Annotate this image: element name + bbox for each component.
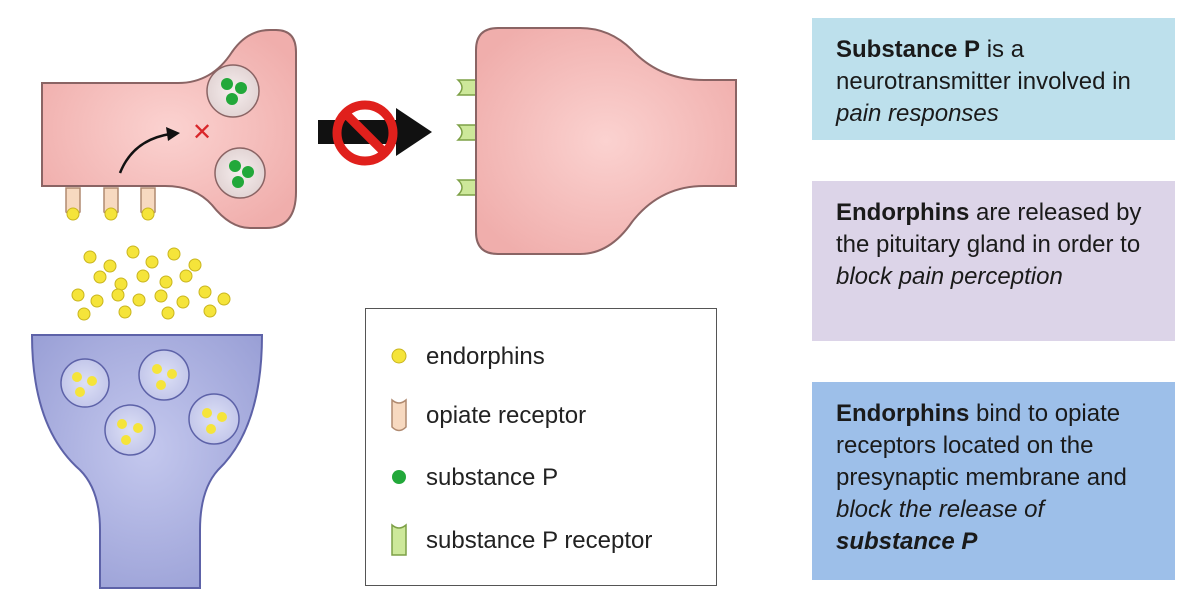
green-dot-icon bbox=[392, 470, 406, 484]
info-text: Endorphins are released by the pituitary… bbox=[836, 199, 1142, 290]
legend-item-substance-p: substance P bbox=[366, 457, 716, 497]
endorphin-vesicle bbox=[104, 404, 156, 456]
info-text: Substance P is a neurotransmitter involv… bbox=[836, 36, 1131, 127]
legend-item-opiate-receptor: opiate receptor bbox=[366, 395, 716, 435]
opiate-receptor-icon bbox=[391, 398, 407, 432]
endorphin-vesicle bbox=[60, 358, 110, 408]
blocked-transmission-icon bbox=[318, 100, 432, 166]
bound-endorphins bbox=[66, 207, 155, 221]
substance-p-vesicle bbox=[206, 64, 260, 118]
substance-p-receptor-icon bbox=[391, 523, 407, 556]
info-box-substance-p: Substance P is a neurotransmitter involv… bbox=[812, 18, 1175, 140]
substance-p-vesicle bbox=[214, 147, 266, 199]
yellow-dot-icon bbox=[391, 348, 407, 364]
postsynaptic-neuron bbox=[475, 27, 737, 255]
legend-item-endorphins: endorphins bbox=[366, 336, 716, 376]
legend: endorphins opiate receptor substance P s… bbox=[365, 308, 717, 586]
released-endorphins bbox=[71, 245, 231, 321]
info-box-endorphin-binding: Endorphins bind to opiate receptors loca… bbox=[812, 382, 1175, 580]
endorphin-vesicle bbox=[188, 393, 240, 445]
x-mark-icon: ✕ bbox=[192, 118, 212, 146]
legend-label: substance P receptor bbox=[426, 527, 653, 554]
legend-label: substance P bbox=[426, 464, 559, 491]
legend-label: opiate receptor bbox=[426, 402, 587, 429]
info-text: Endorphins bind to opiate receptors loca… bbox=[836, 400, 1127, 555]
release-arrow bbox=[118, 132, 171, 174]
legend-item-substance-p-receptor: substance P receptor bbox=[366, 520, 716, 560]
substance-p-receptors bbox=[456, 79, 479, 196]
endorphin-vesicle bbox=[138, 349, 190, 401]
legend-label: endorphins bbox=[426, 343, 545, 370]
release-arrow-head bbox=[166, 127, 180, 141]
info-box-endorphin-release: Endorphins are released by the pituitary… bbox=[812, 181, 1175, 341]
